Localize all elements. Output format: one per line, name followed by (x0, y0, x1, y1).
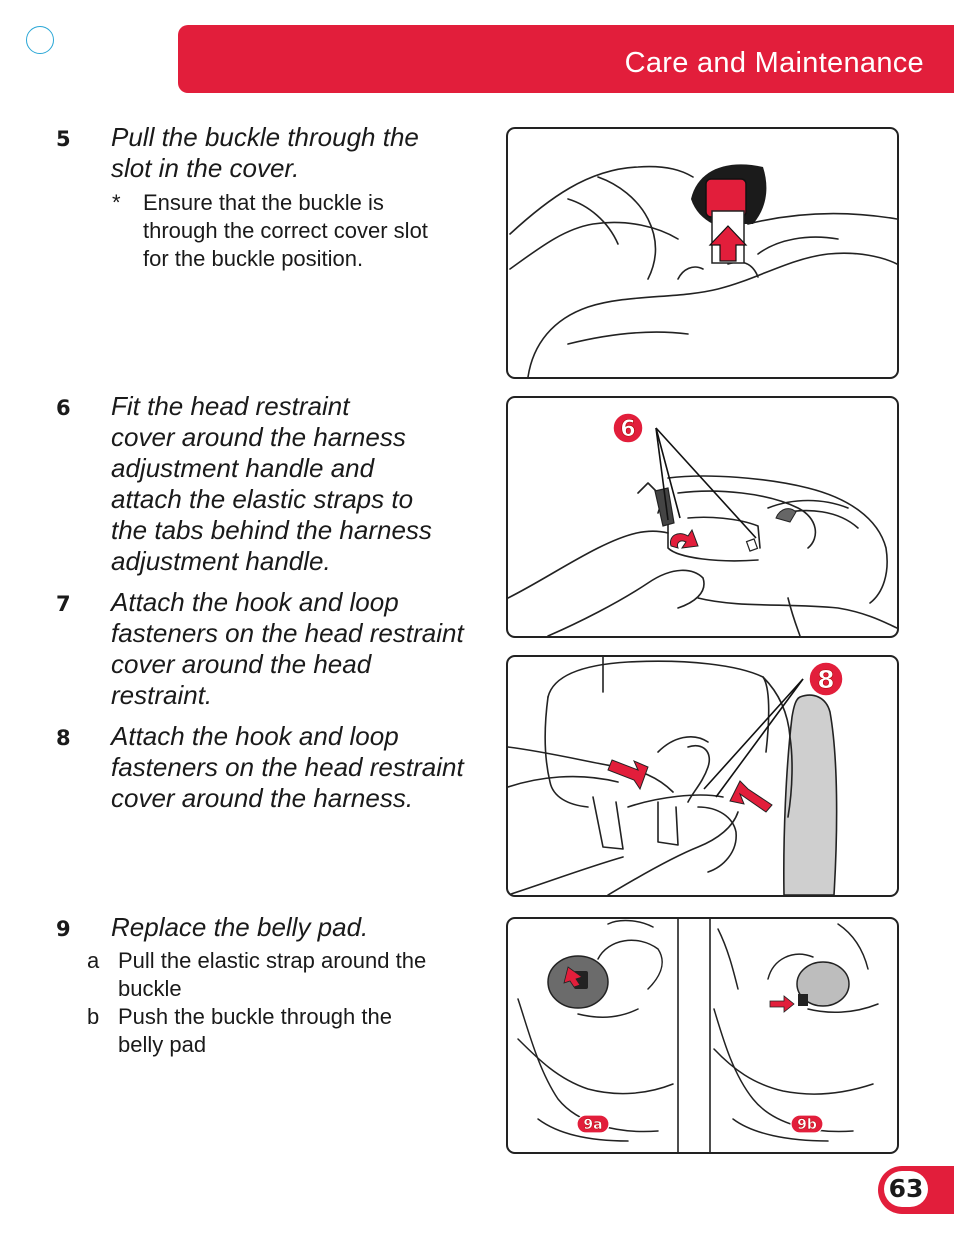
section-header: Care and Maintenance (178, 25, 954, 93)
step-6-number: 6 (56, 396, 71, 420)
figure-8-illustration: 8 (508, 657, 844, 895)
step-8-number: 8 (56, 726, 71, 750)
step-5-number: 5 (56, 127, 71, 151)
figure-8-badge: 8 (817, 665, 834, 694)
figure-step-5 (506, 127, 899, 379)
page-number-tab: 63 (878, 1166, 954, 1214)
figure-5-illustration (509, 164, 897, 377)
step-6-line: adjustment handle. (111, 546, 331, 576)
note-line: Ensure that the buckle is (143, 190, 384, 215)
step-6-line: cover around the harness (111, 422, 406, 452)
figure-6-badge-circle (612, 412, 644, 444)
figure-step-9: 9a 9b (506, 917, 899, 1154)
step-8-line: fasteners on the head restraint (111, 752, 464, 782)
figure-9b-badge-shape (790, 1114, 824, 1134)
figure-step-7-8: 8 (506, 655, 899, 897)
substep-b-letter: b (87, 1004, 100, 1029)
figure-9b-badge: 9b (797, 1117, 817, 1133)
step-7-line: restraint. (111, 680, 213, 710)
note-asterisk: * (112, 190, 121, 215)
figure-9a-badge: 9a (583, 1117, 602, 1133)
section-title: Care and Maintenance (624, 47, 924, 79)
substep-b-line: belly pad (118, 1032, 207, 1057)
step-5-line: Pull the buckle through the (111, 122, 419, 152)
figure-9a-badge-shape (576, 1114, 610, 1134)
step-7-line: Attach the hook and loop (111, 587, 399, 617)
step-9-substeps: a Pull the elastic strap around the buck… (87, 947, 426, 1059)
substep-a-letter: a (87, 948, 100, 973)
registration-mark (26, 26, 54, 54)
step-6-line: attach the elastic straps to (111, 484, 414, 514)
figure-6-badge: 6 (620, 417, 635, 442)
step-9-text: Replace the belly pad. (111, 912, 368, 943)
figure-9-illustration: 9a 9b (517, 919, 879, 1152)
step-9-line: Replace the belly pad. (111, 912, 369, 942)
step-5-line: slot in the cover. (111, 153, 300, 183)
step-6-line: Fit the head restraint (111, 391, 350, 421)
figure-step-6: 6 (506, 396, 899, 638)
step-7-line: fasteners on the head restraint (111, 618, 464, 648)
note-line: through the correct cover slot (143, 218, 428, 243)
page-number: 63 (884, 1171, 928, 1207)
step-8-line: cover around the harness. (111, 783, 414, 813)
substep-a-line: Pull the elastic strap around the (118, 948, 427, 973)
step-5-text: Pull the buckle through the slot in the … (111, 122, 419, 184)
step-6-text: Fit the head restraint cover around the … (111, 391, 432, 577)
note-line: for the buckle position. (143, 246, 364, 271)
substep-b-line: Push the buckle through the (118, 1004, 392, 1029)
step-9-number: 9 (56, 917, 71, 941)
step-5-note: * Ensure that the buckle is through the … (112, 189, 428, 273)
step-7-text: Attach the hook and loop fasteners on th… (111, 587, 464, 711)
step-6-line: the tabs behind the harness (111, 515, 432, 545)
figure-8-badge-circle (808, 661, 844, 697)
figure-6-illustration: 6 (508, 412, 897, 636)
step-7-number: 7 (56, 592, 71, 616)
substep-a-line: buckle (118, 976, 182, 1001)
step-7-line: cover around the head (111, 649, 372, 679)
step-6-line: adjustment handle and (111, 453, 375, 483)
step-8-text: Attach the hook and loop fasteners on th… (111, 721, 464, 814)
step-8-line: Attach the hook and loop (111, 721, 399, 751)
